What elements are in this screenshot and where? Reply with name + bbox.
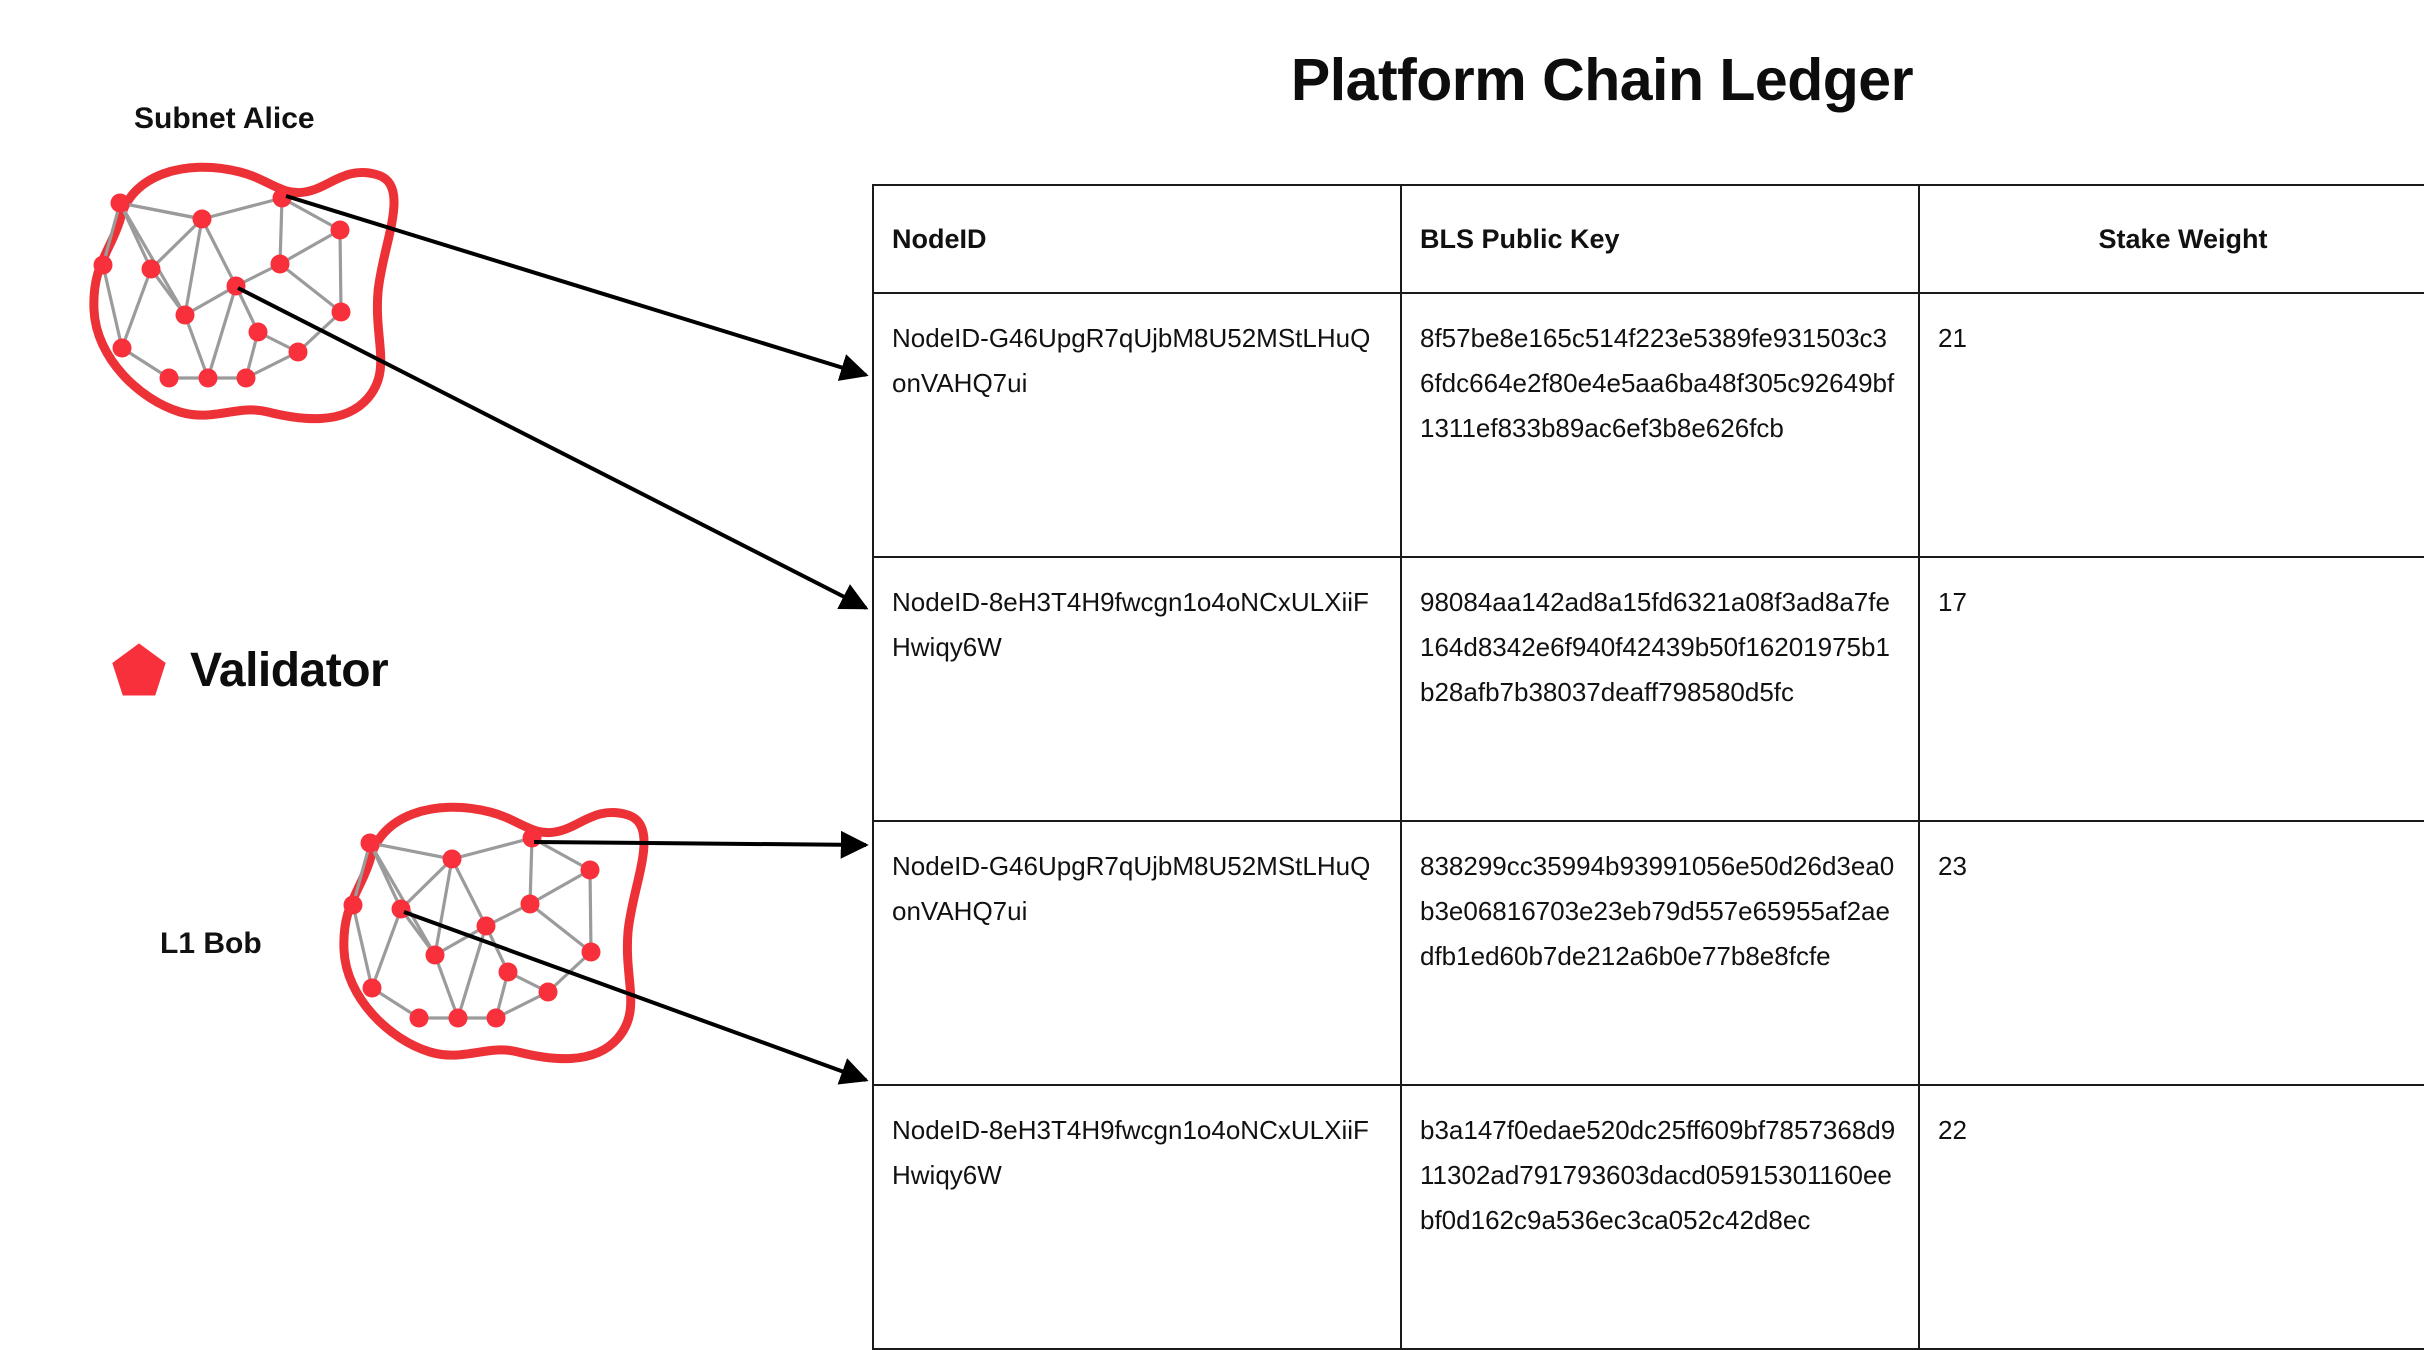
validator-node xyxy=(360,833,380,853)
validator-node xyxy=(248,322,268,342)
table-row: NodeID-G46UpgR7qUjbM8U52MStLHuQonVAHQ7ui… xyxy=(872,292,2424,559)
subnet-alice-label: Subnet Alice xyxy=(134,102,315,135)
column-header-nodeid: NodeID xyxy=(872,183,1402,295)
validator-node xyxy=(93,255,113,275)
validator-node xyxy=(226,276,246,296)
validator-node xyxy=(175,305,195,325)
page-title: Platform Chain Ledger xyxy=(1290,47,1914,113)
validator-node xyxy=(486,1008,506,1028)
validator-node xyxy=(391,899,411,919)
validator-node xyxy=(498,962,518,982)
subnet-alice-edges xyxy=(101,196,343,380)
cell-stake-weight: 23 xyxy=(1918,820,2424,1087)
l1-bob-blob-outline xyxy=(339,802,649,1064)
validator-node xyxy=(343,895,363,915)
validator-node xyxy=(409,1008,429,1028)
validator-node xyxy=(236,368,256,388)
cell-stake-weight: 21 xyxy=(1918,292,2424,559)
cell-nodeid: NodeID-8eH3T4H9fwcgn1o4oNCxULXiiFHwiqy6W xyxy=(872,556,1402,823)
validator-legend: Validator xyxy=(110,641,389,699)
validator-node xyxy=(198,368,218,388)
validator-legend-label: Validator xyxy=(190,643,389,697)
validator-node xyxy=(330,220,350,240)
cell-bls-public-key: 8f57be8e165c514f223e5389fe931503c36fdc66… xyxy=(1400,292,1920,559)
subnet-alice-blob-outline xyxy=(89,162,399,424)
pentagon-icon xyxy=(112,643,166,696)
validator-node xyxy=(331,302,351,322)
validator-node xyxy=(520,894,540,914)
cell-bls-public-key: b3a147f0edae520dc25ff609bf7857368d911302… xyxy=(1400,1084,1920,1350)
l1-bob-label: L1 Bob xyxy=(160,927,262,960)
validator-node xyxy=(112,338,132,358)
cell-bls-public-key: 838299cc35994b93991056e50d26d3ea0b3e0681… xyxy=(1400,820,1920,1087)
cell-nodeid: NodeID-G46UpgR7qUjbM8U52MStLHuQonVAHQ7ui xyxy=(872,820,1402,1087)
table-row: NodeID-8eH3T4H9fwcgn1o4oNCxULXiiFHwiqy6W… xyxy=(872,556,2424,823)
validator-node xyxy=(442,849,462,869)
arrow-bob-to-row4 xyxy=(403,910,869,1085)
ledger-arrows xyxy=(237,194,869,1085)
column-header-bls-public-key: BLS Public Key xyxy=(1400,183,1920,295)
validator-node xyxy=(538,982,558,1002)
table-row: NodeID-G46UpgR7qUjbM8U52MStLHuQonVAHQ7ui… xyxy=(872,820,2424,1087)
validator-node xyxy=(476,916,496,936)
cell-nodeid: NodeID-G46UpgR7qUjbM8U52MStLHuQonVAHQ7ui xyxy=(872,292,1402,559)
validator-node xyxy=(448,1008,468,1028)
arrow-bob-to-row3 xyxy=(533,830,869,859)
l1-bob-validator-nodes xyxy=(343,828,601,1028)
subnet-alice-group xyxy=(89,162,399,424)
arrow-alice-to-row2 xyxy=(237,286,869,610)
l1-bob-edges xyxy=(351,836,593,1020)
platform-chain-ledger-table: NodeID BLS Public Key Stake Weight NodeI… xyxy=(872,183,2424,1350)
validator-node xyxy=(159,368,179,388)
validator-node xyxy=(581,942,601,962)
column-header-stake-weight: Stake Weight xyxy=(1918,183,2424,295)
cell-nodeid: NodeID-8eH3T4H9fwcgn1o4oNCxULXiiFHwiqy6W xyxy=(872,1084,1402,1350)
cell-stake-weight: 22 xyxy=(1918,1084,2424,1350)
cell-stake-weight: 17 xyxy=(1918,556,2424,823)
validator-node xyxy=(110,193,130,213)
subnet-alice-validator-nodes xyxy=(93,188,351,388)
validator-node xyxy=(270,254,290,274)
validator-node xyxy=(362,978,382,998)
validator-node xyxy=(141,259,161,279)
validator-node xyxy=(192,209,212,229)
table-row: NodeID-8eH3T4H9fwcgn1o4oNCxULXiiFHwiqy6W… xyxy=(872,1084,2424,1350)
cell-bls-public-key: 98084aa142ad8a15fd6321a08f3ad8a7fe164d83… xyxy=(1400,556,1920,823)
validator-node xyxy=(425,945,445,965)
l1-bob-group xyxy=(339,802,649,1064)
validator-node xyxy=(580,860,600,880)
table-header-row: NodeID BLS Public Key Stake Weight xyxy=(872,183,2424,295)
validator-node xyxy=(288,342,308,362)
validator-node xyxy=(272,188,292,208)
arrow-alice-to-row1 xyxy=(285,194,869,381)
validator-node xyxy=(522,828,542,848)
